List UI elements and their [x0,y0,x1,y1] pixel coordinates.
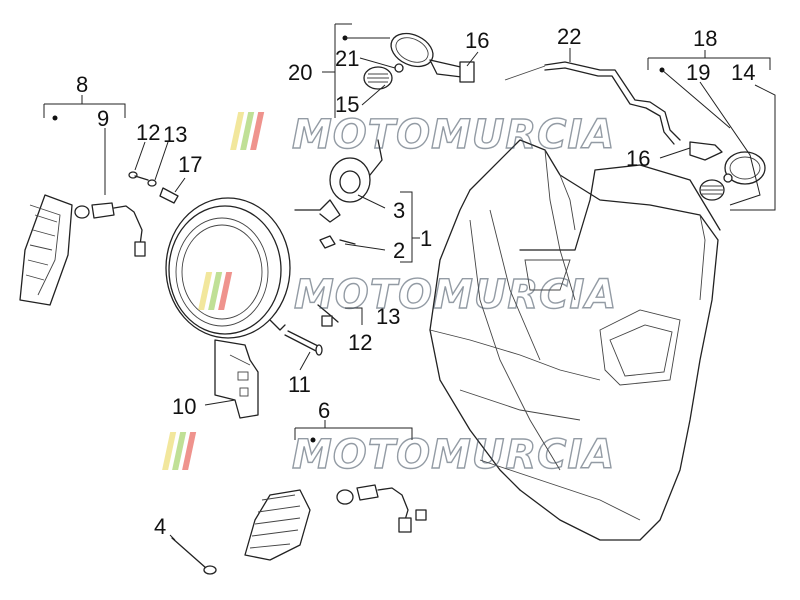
callout-18: 18 [693,26,717,51]
callout-14: 14 [731,60,755,85]
left-turn-signal-bulb [74,202,146,257]
watermark-middle: MOTOMURCIA [198,271,617,319]
callout-15: 15 [335,92,359,117]
callout-11: 11 [288,372,311,397]
watermark-stripe-1 [162,432,177,470]
scooter-front-shield [429,139,721,541]
turn-light-support-bar [504,61,681,145]
headlight-screw [284,330,323,356]
callout-6: 6 [318,398,330,423]
callout-20: 20 [288,60,312,85]
lower-turn-signal-lens [244,489,311,561]
callout-12-lower: 12 [348,330,372,355]
headlight-bracket [214,339,259,419]
callout-labels: 8 9 12 13 17 20 21 15 16 22 18 19 14 16 … [76,24,755,539]
callout-1: 1 [420,226,432,251]
callout-10: 10 [172,394,196,419]
watermark-bottom: MOTOMURCIA [162,431,615,479]
callout-17: 17 [178,152,202,177]
watermark-stripe-1 [230,112,245,150]
left-turn-signal-lens [19,194,73,306]
screw-washer-spacer [128,171,179,204]
callout-19: 19 [686,60,710,85]
watermark-stripe-2 [172,432,187,470]
callout-13: 13 [163,122,187,147]
callout-21: 21 [335,46,359,71]
watermark-stripe-3 [250,112,265,150]
callout-8: 8 [76,72,88,97]
watermark-stripe-3 [182,432,197,470]
callout-16-top: 16 [465,28,489,53]
callout-12: 12 [136,120,160,145]
lower-turn-signal-bulb [336,484,427,533]
callout-13-lower: 13 [376,304,400,329]
callout-4: 4 [154,514,166,539]
watermark-top: MOTOMURCIA [230,111,615,159]
headlight-bulb-2 [317,235,356,327]
watermark-stripe-1 [198,272,213,310]
upper-left-turn-light [363,32,475,90]
leader-lines [43,23,776,541]
headlight-bulb-3 [294,139,383,223]
callout-9: 9 [97,106,109,131]
callout-2: 2 [393,238,405,263]
lower-screw [171,537,217,575]
watermark-stripe-2 [208,272,223,310]
watermark-stripe-2 [240,112,255,150]
callout-16-right: 16 [626,146,650,171]
callout-22: 22 [557,24,581,49]
watermark-text-top: MOTOMURCIA [292,112,615,158]
watermark-stripe-3 [218,272,233,310]
callout-3: 3 [393,198,405,223]
headlight-assembly [165,197,291,339]
watermark-text-bottom: MOTOMURCIA [292,432,615,478]
watermark-text-middle: MOTOMURCIA [294,272,617,318]
